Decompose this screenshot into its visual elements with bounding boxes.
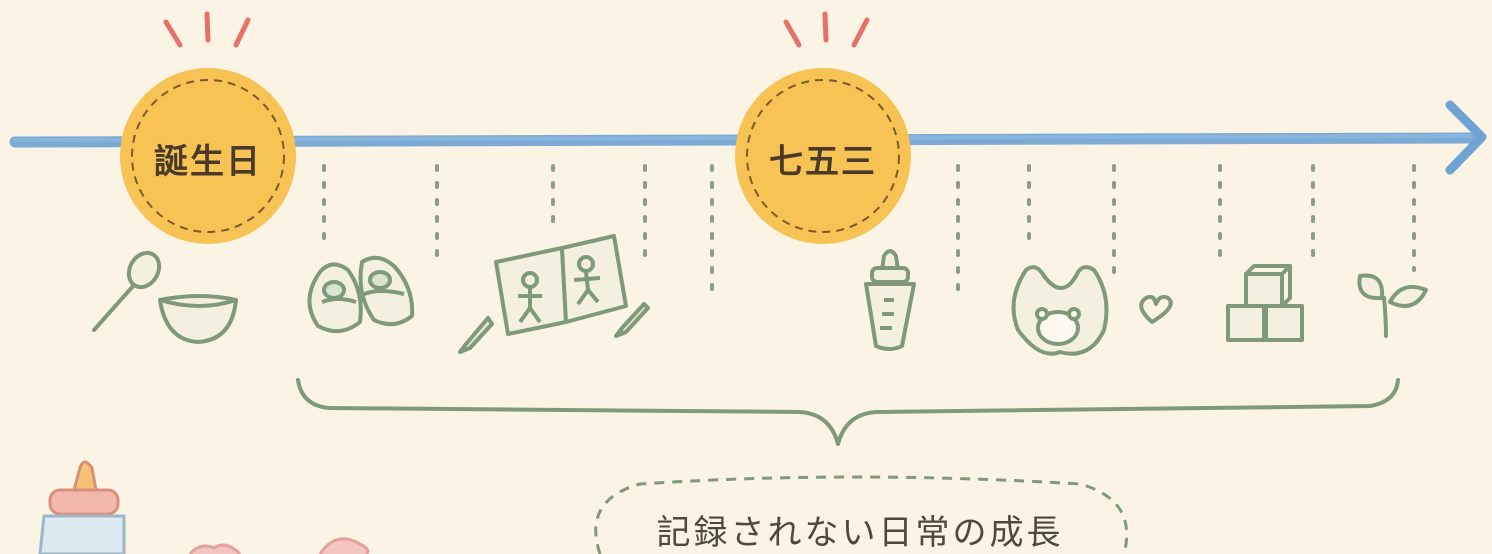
caption-text: 記録されない日常の成長: [656, 513, 1064, 553]
spoon-and-bowl-icon: [92, 250, 238, 344]
sprout-icon: [1357, 273, 1428, 338]
dashed-connectors: [322, 164, 1416, 298]
milestone-birthday: [120, 68, 296, 244]
toy-blocks-icon: [1226, 264, 1304, 342]
caption-bubble: [594, 475, 1129, 554]
heart-icon: [1139, 294, 1173, 324]
milestone-label-birthday: 誕生日: [154, 142, 262, 182]
burst-lines-birthday: [163, 11, 251, 48]
grouping-brace: [296, 378, 1400, 446]
milestone-label-shichigosan: 七五三: [769, 142, 877, 182]
decorative-ribbon-icon: [318, 537, 370, 554]
decorative-bottle-icon: [38, 460, 126, 554]
milestone-shichigosan: [735, 68, 911, 244]
decorative-ribbon-icon: [188, 543, 242, 554]
picture-book-with-crayons-icon: [458, 234, 650, 354]
bib-with-bear-icon: [1011, 265, 1109, 356]
baby-shoes-icon: [307, 255, 415, 334]
baby-bottle-icon: [864, 249, 916, 351]
burst-lines-shichigosan: [783, 11, 870, 48]
